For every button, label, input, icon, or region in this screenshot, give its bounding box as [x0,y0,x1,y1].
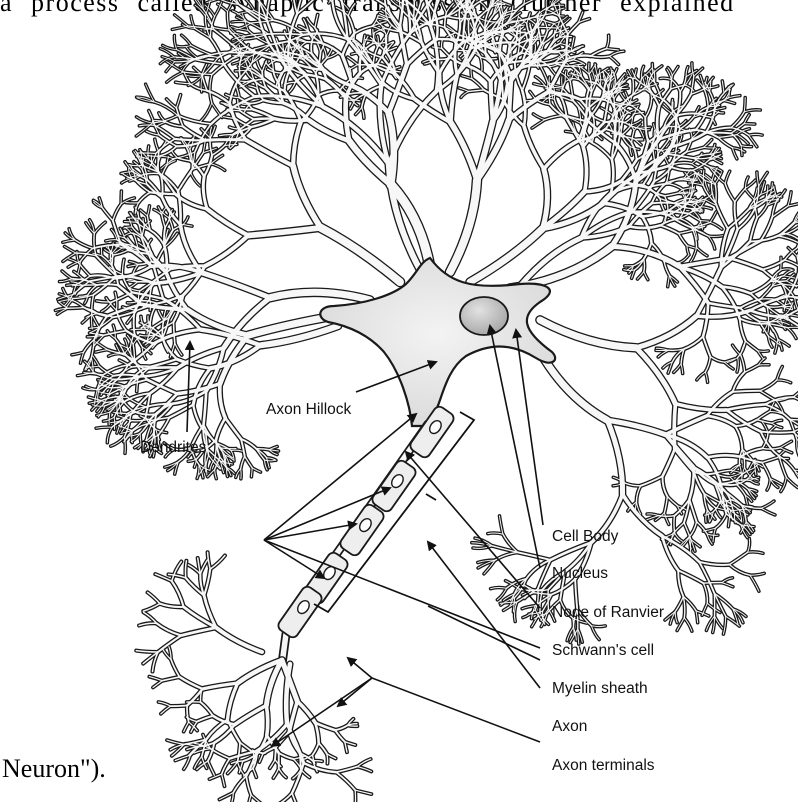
dendrite-segment [761,432,793,433]
dendrite-segment-outline [136,117,152,123]
dendrite-segment [690,540,691,554]
dendrite-segment [68,308,84,309]
dendrite-segment [733,345,741,355]
dendrite-segment [663,449,675,476]
dendrite-segment-outline [200,103,212,122]
dendrite-segment [674,516,675,534]
dendrite-segment [703,170,704,185]
dendrite-segment [96,342,108,350]
dendrite-segment [678,570,703,583]
dendrite-segment [254,119,275,120]
dendrite-segment [246,140,293,166]
dendrite-segment [245,456,253,468]
dendrite-segment [667,497,677,506]
dendrite-segment [739,510,751,511]
dendrite-segment [131,329,146,330]
dendrite-segment [770,281,786,282]
dendrite-segment [786,477,797,487]
dendrite-segment [97,284,118,285]
dendrite-segment [658,516,674,517]
dendrite-segment [636,316,696,348]
dendrite-segment [293,122,301,166]
dendrite-segment [675,597,683,612]
dendrite-segment-outline [729,565,750,576]
dendrite-segment [610,56,619,64]
dendrite-segment [729,552,747,564]
dendrite-segment [114,417,115,429]
dendrite-segment [730,258,763,270]
dendrite-segment [65,247,76,254]
dendrite-segment [202,273,270,298]
dendrite-segment [205,236,248,266]
dendrite-segment [524,126,544,169]
dendrite-segment [206,140,246,141]
dendrite-segment [472,79,484,90]
dendrite-segment [700,221,708,222]
dendrite-segment [207,209,248,236]
dendrite-segment [703,337,710,357]
dendrite-segment [735,188,746,202]
dendrite-segment [102,208,113,221]
dendrite-segment [485,29,486,53]
dendrite-segment [745,341,757,351]
dendrite-segment [703,583,722,584]
dendrite-segment [760,391,777,401]
dendrite-segment [240,111,254,120]
dendrite-segment [600,75,601,86]
dendrite-segment [641,476,663,486]
dendrite-segment [736,480,750,481]
dendrite-segment [112,253,113,266]
dendrite-segment [780,441,791,448]
dendrite-segment [62,271,72,279]
dendrite-segment [132,366,151,367]
dendrite-segment [750,575,759,591]
dendrite-segment [762,463,770,479]
dendrite-segment [744,124,755,125]
dendrite-segment [72,285,82,286]
dendrite-segment [745,189,754,199]
dendrite-segment [450,180,477,272]
dendrite-segment [644,259,645,272]
dendrite-segment [689,499,696,521]
dendrite-segment [733,391,760,392]
dendrite-segment [518,552,551,560]
dendrite-segment [633,80,634,95]
dendrite-segment [125,222,137,223]
dendrite-segment [635,90,646,91]
dendrite-segment [321,228,400,282]
dendrite-segment [757,412,770,420]
dendrite-segment [674,404,675,449]
dendrite-segment [451,122,477,180]
dendrite-segment [532,120,545,128]
dendrite-segment [759,321,776,322]
dendrite-segment [348,57,358,65]
dendrite-segment [212,103,222,118]
dendrite-segment-outline [524,0,542,4]
dendrite-segment [593,117,594,132]
dendrite-segment [706,133,732,134]
dendrite-segment [225,418,241,439]
